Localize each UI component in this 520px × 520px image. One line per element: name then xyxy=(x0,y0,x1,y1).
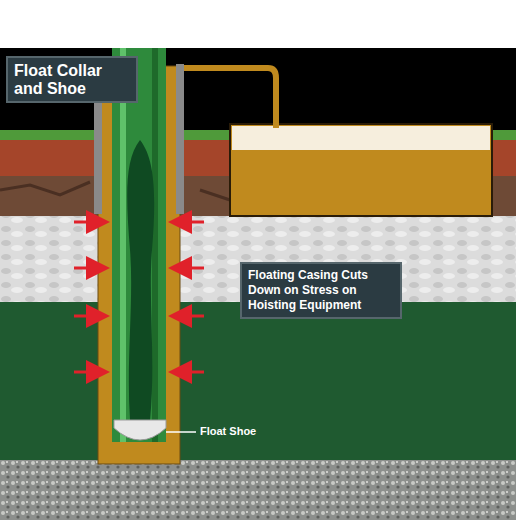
note-box: Floating Casing Cuts Down on Stress on H… xyxy=(240,262,402,319)
title-box: Float Collar and Shoe xyxy=(6,56,138,103)
title-text: Float Collar and Shoe xyxy=(14,62,130,97)
note-text: Floating Casing Cuts Down on Stress on H… xyxy=(248,268,394,313)
part-label: Float Shoe xyxy=(200,425,256,437)
